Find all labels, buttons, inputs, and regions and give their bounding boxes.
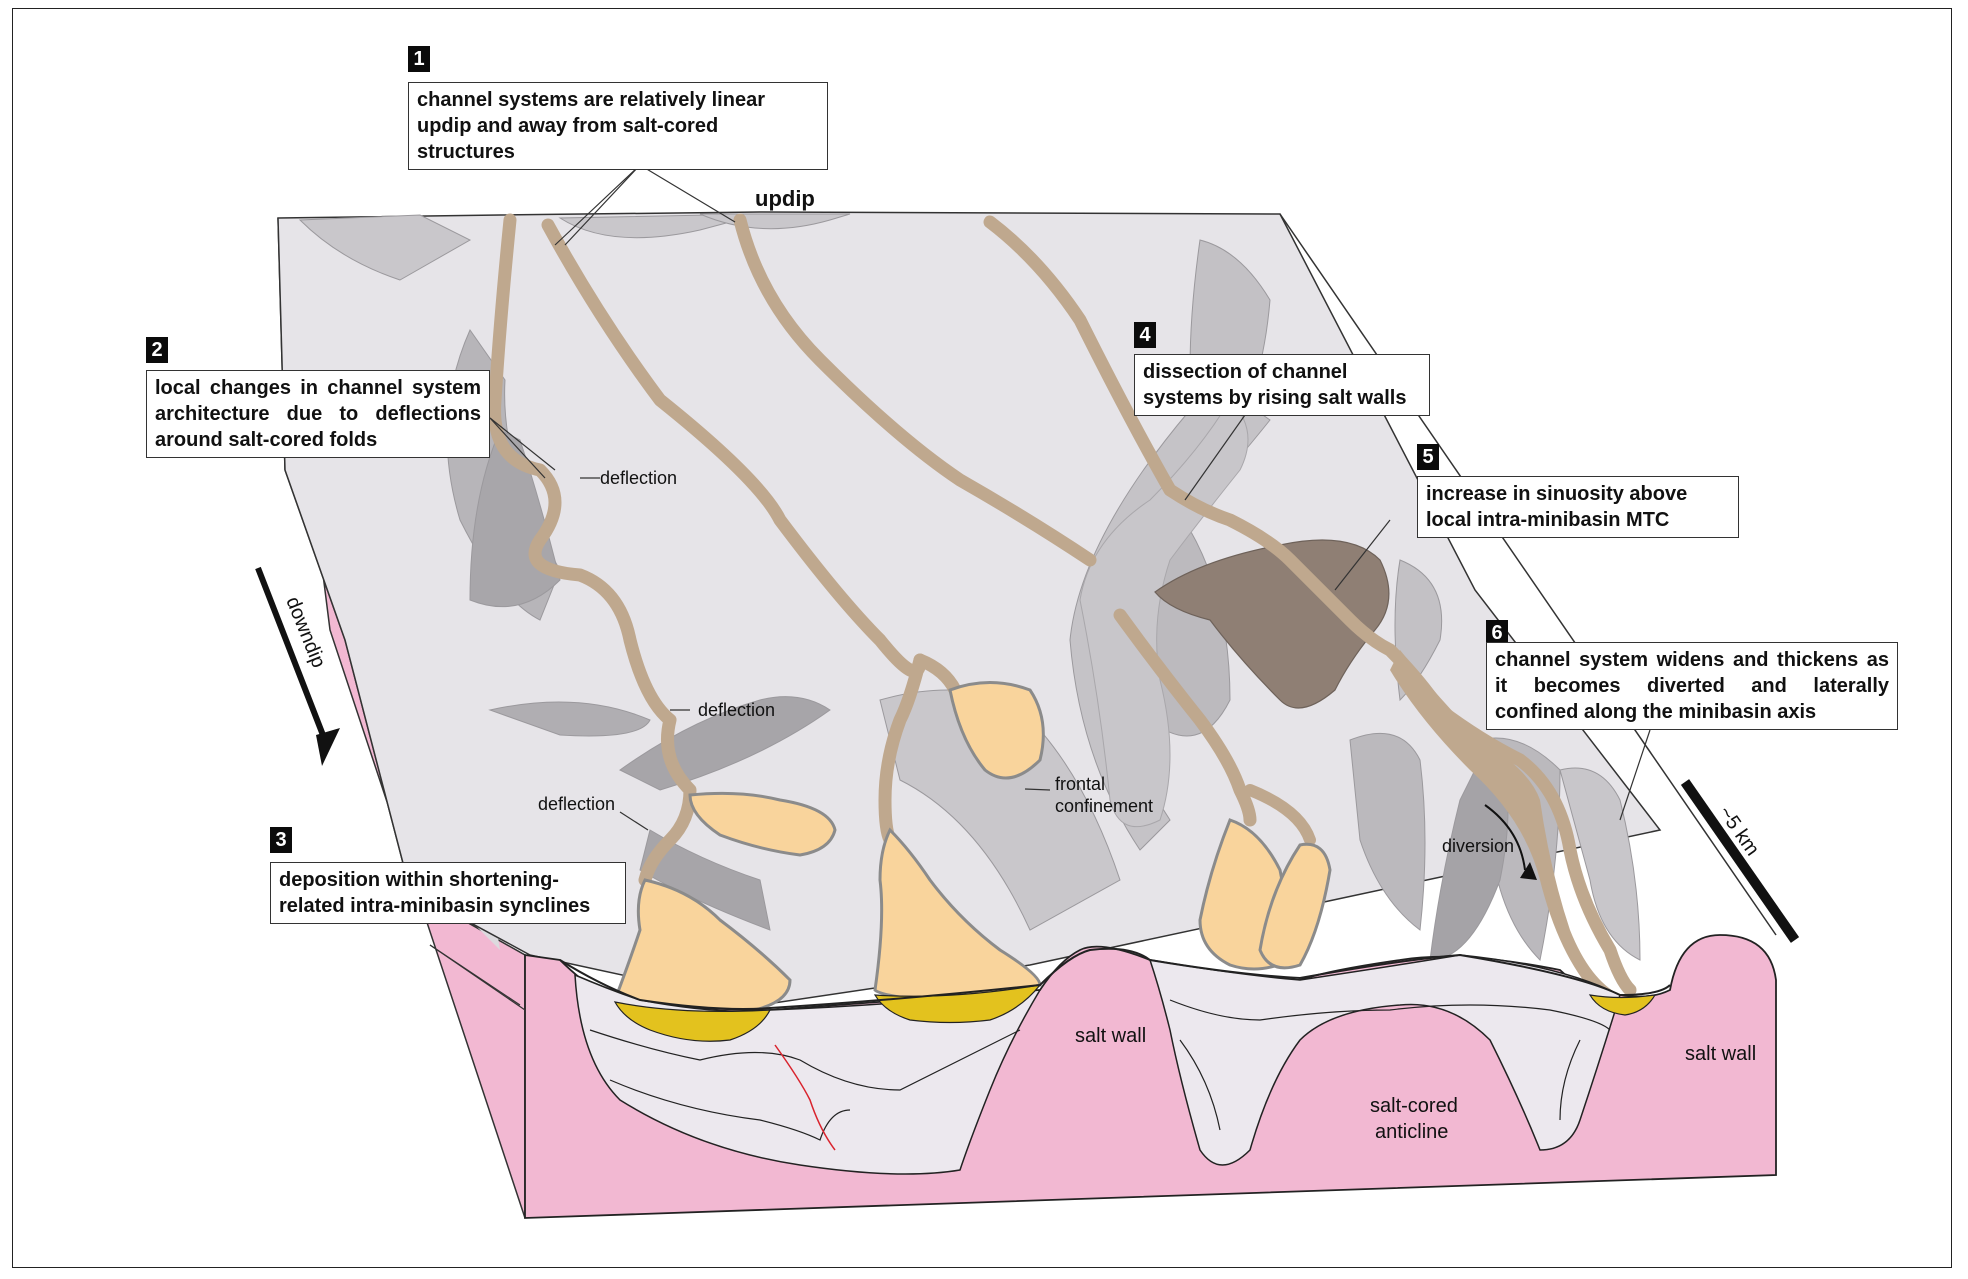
scale-bar	[1685, 782, 1795, 940]
deflection-label-2: deflection	[698, 700, 775, 720]
anticline-label-2: anticline	[1375, 1121, 1448, 1143]
updip-label: updip	[755, 186, 815, 211]
callout-6: channel system widens and thickens as it…	[1486, 642, 1898, 730]
callout-number-4: 4	[1134, 322, 1156, 348]
downdip-label: downdip	[281, 594, 329, 671]
callout-number-3: 3	[270, 827, 292, 853]
callout-3: deposition within shortening-related int…	[270, 862, 626, 924]
callout-number-1: 1	[408, 46, 430, 72]
callout-5: increase in sinuosity above local intra-…	[1417, 476, 1739, 538]
frontal-confinement-label-1: frontal	[1055, 774, 1105, 794]
callout-2: local changes in channel system architec…	[146, 370, 490, 458]
callout-number-5: 5	[1417, 444, 1439, 470]
deflection-label-1: deflection	[600, 468, 677, 488]
salt-wall-label-2: salt wall	[1685, 1043, 1756, 1065]
callout-4: dissection of channel systems by rising …	[1134, 354, 1430, 416]
frontal-confinement-label-2: confinement	[1055, 796, 1153, 816]
diversion-label: diversion	[1442, 836, 1514, 856]
anticline-label-1: salt-cored	[1370, 1095, 1458, 1117]
callout-1: channel systems are relatively linear up…	[408, 82, 828, 170]
salt-wall-label-1: salt wall	[1075, 1025, 1146, 1047]
deflection-label-3: deflection	[538, 794, 615, 814]
callout-number-2: 2	[146, 337, 168, 363]
